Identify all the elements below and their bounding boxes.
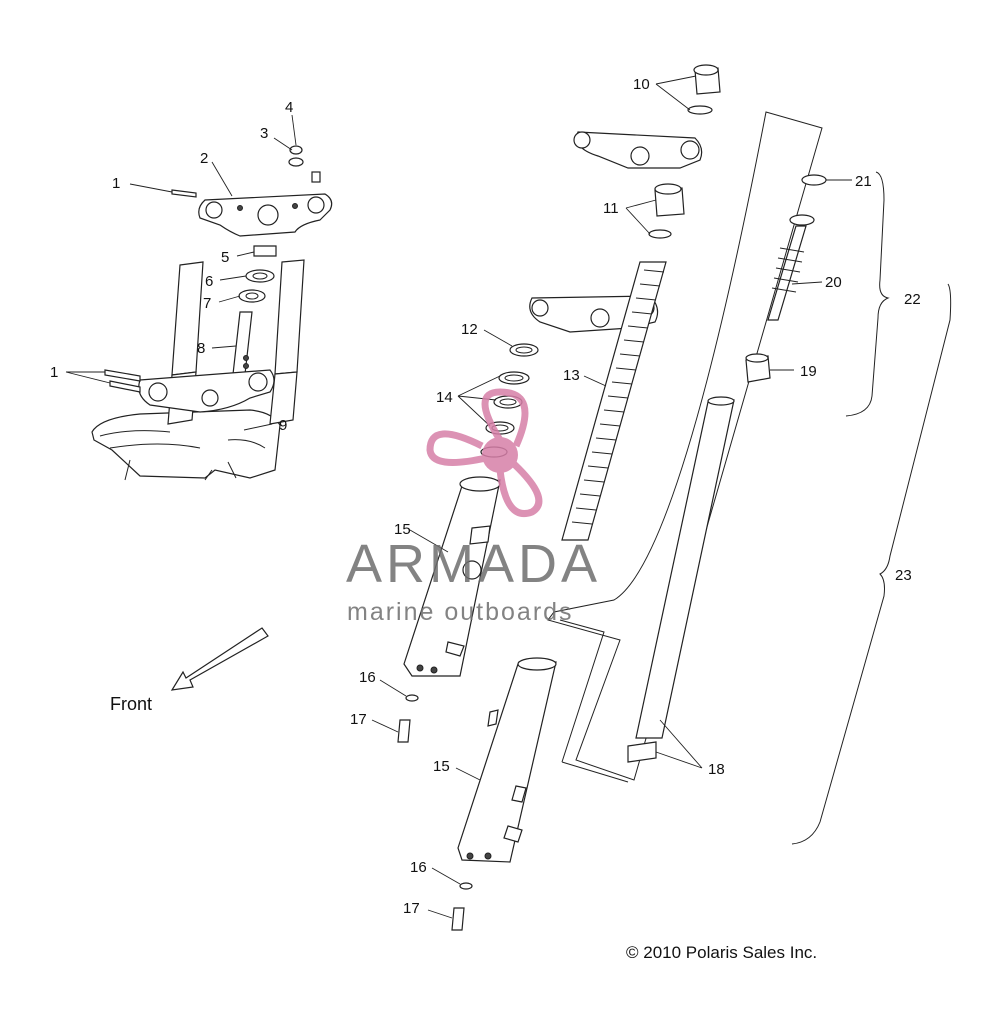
callout-14: 14 <box>436 389 453 406</box>
watermark-brand: ARMADA <box>346 534 601 594</box>
callout-13: 13 <box>563 367 580 384</box>
callout-1-top: 1 <box>112 175 120 192</box>
propeller-logo-icon <box>426 388 543 517</box>
right-fork-assembly <box>547 111 827 783</box>
copyright-text: © 2010 Polaris Sales Inc. <box>626 943 817 962</box>
callout-15-lower: 15 <box>433 758 450 775</box>
callout-23: 23 <box>895 567 912 584</box>
center-fork-assembly <box>397 64 721 931</box>
callout-11: 11 <box>603 200 619 217</box>
callout-16-lower: 16 <box>410 859 427 876</box>
callout-21: 21 <box>855 173 872 190</box>
center-leaders <box>371 75 697 919</box>
callout-15-upper: 15 <box>394 521 411 538</box>
front-label: Front <box>110 694 152 714</box>
callout-17-upper: 17 <box>350 711 367 728</box>
callout-17-lower: 17 <box>403 900 420 917</box>
callout-10: 10 <box>633 76 650 93</box>
callout-5: 5 <box>221 249 229 266</box>
watermark-tagline: marine outboards <box>347 598 574 626</box>
left-fork-assembly <box>91 145 333 481</box>
right-leaders <box>655 171 952 845</box>
callout-18: 18 <box>708 761 725 778</box>
callout-20: 20 <box>825 274 842 291</box>
callout-1-lower: 1 <box>50 364 58 381</box>
left-leaders <box>65 114 297 431</box>
callout-6: 6 <box>205 273 213 290</box>
callout-22: 22 <box>904 291 921 308</box>
callout-9: 9 <box>279 417 287 434</box>
callout-12: 12 <box>461 321 478 338</box>
callout-19: 19 <box>800 363 817 380</box>
callout-2: 2 <box>200 150 208 167</box>
armada-watermark: ARMADA marine outboards <box>346 388 601 626</box>
callout-3: 3 <box>260 125 268 142</box>
callout-4: 4 <box>285 99 293 116</box>
callout-8: 8 <box>197 340 205 357</box>
callout-16-upper: 16 <box>359 669 376 686</box>
callout-7: 7 <box>203 295 211 312</box>
front-direction-arrow <box>170 627 269 691</box>
callout-labels: 1 2 3 4 5 6 7 8 1 9 10 11 12 13 14 15 16… <box>50 76 921 917</box>
